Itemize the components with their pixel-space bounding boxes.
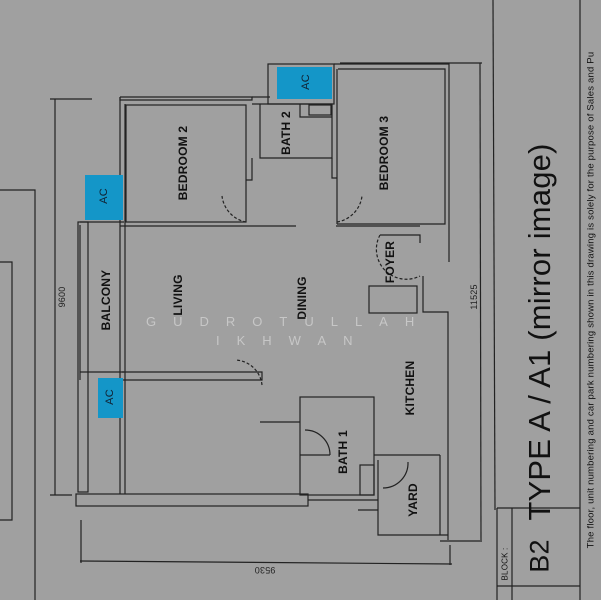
- room-label-bath2: BATH 2: [279, 111, 293, 155]
- dimension-width: 9530: [254, 565, 276, 575]
- ac-unit-left-upper: [85, 175, 123, 220]
- ac-label-top: AC: [300, 74, 312, 90]
- room-label-bedroom3: BEDROOM 3: [377, 115, 391, 191]
- room-label-yard: YARD: [406, 483, 420, 517]
- room-label-bath1: BATH 1: [336, 430, 350, 474]
- block-value: B2: [524, 539, 555, 573]
- unit-type-title: TYPE A / A1 (mirror image): [522, 143, 557, 521]
- dimension-right: 11525: [469, 284, 479, 310]
- watermark-line2: IKHWAN: [216, 333, 370, 348]
- dimension-height: 9600: [57, 286, 67, 308]
- ac-label-left-upper: AC: [98, 188, 110, 204]
- room-label-foyer: FOYER: [383, 240, 397, 284]
- watermark-line1: GUDROTULLAH: [146, 314, 432, 329]
- block-label: BLOCK :: [500, 547, 510, 581]
- room-label-balcony: BALCONY: [99, 269, 113, 331]
- disclaimer-note: The floor, unit numbering and car park n…: [585, 51, 597, 549]
- site-outline: [0, 189, 36, 600]
- ac-unit-top: [277, 67, 332, 99]
- ac-label-left-lower: AC: [104, 389, 116, 405]
- room-label-living: LIVING: [171, 274, 185, 316]
- ac-unit-left-lower: [98, 378, 123, 418]
- room-label-kitchen: KITCHEN: [403, 360, 417, 416]
- room-label-bedroom2: BEDROOM 2: [176, 125, 190, 201]
